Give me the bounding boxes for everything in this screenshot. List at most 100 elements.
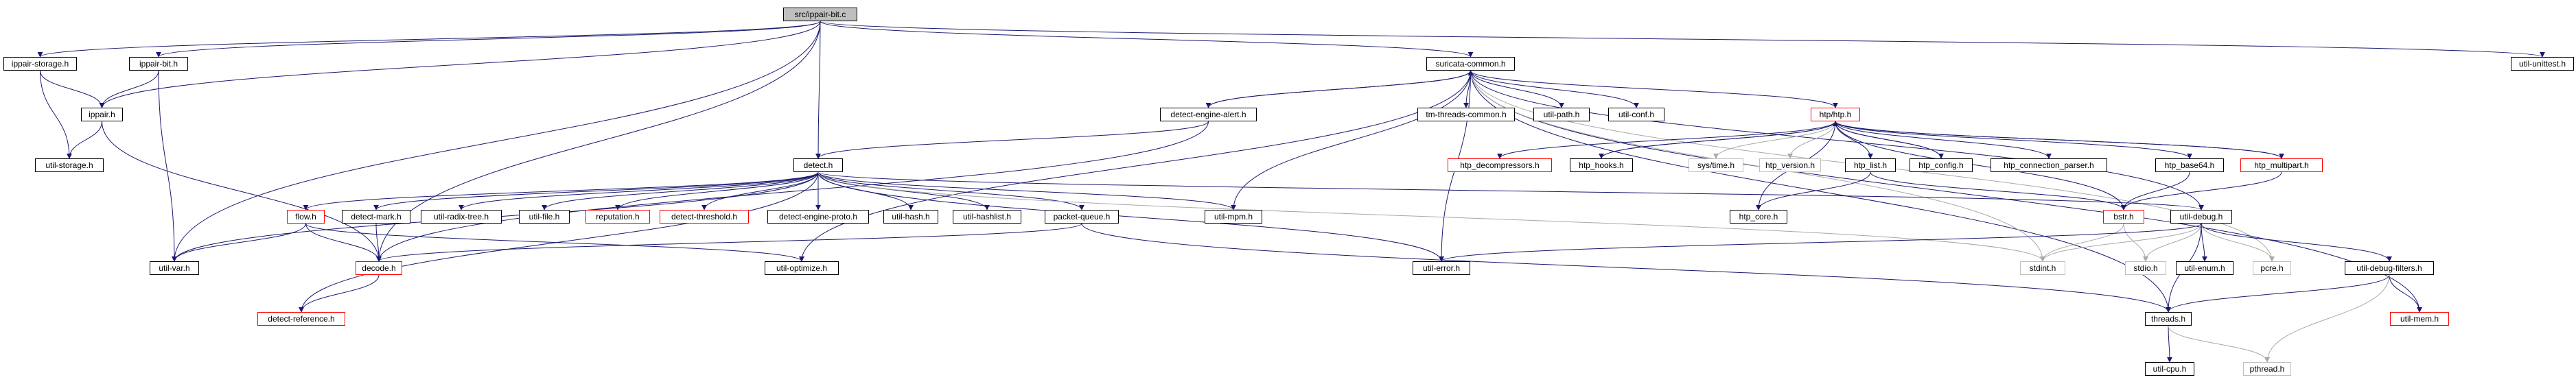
node-flow-h[interactable]: flow.h — [287, 210, 325, 224]
node-util-debug-filters-h[interactable]: util-debug-filters.h — [2345, 261, 2434, 275]
node-htp-decompressors-h[interactable]: htp_decompressors.h — [1448, 158, 1552, 172]
node-util-enum-h[interactable]: util-enum.h — [2176, 261, 2233, 275]
node-util-path-h[interactable]: util-path.h — [1533, 108, 1590, 121]
edge-detect_engine_alert-to-suricata_common — [1208, 70, 1474, 108]
node-decode-h[interactable]: decode.h — [356, 261, 402, 275]
node-util-file-h[interactable]: util-file.h — [519, 210, 570, 224]
edge-threads-to-pthread — [2168, 325, 2270, 363]
node-detect-reference-h[interactable]: detect-reference.h — [257, 312, 345, 326]
node-ippair-h[interactable]: ippair.h — [81, 108, 123, 121]
node-htp-config-h[interactable]: htp_config.h — [1910, 158, 1973, 172]
node-htp-list-h[interactable]: htp_list.h — [1845, 158, 1896, 172]
node-util-cpu-h[interactable]: util-cpu.h — [2145, 362, 2194, 376]
edge-util_debug-to-util_debug_filters — [2201, 223, 2392, 262]
edge-ippair_bit-to-ippair — [99, 70, 159, 108]
edge-util_debug-to-util_error — [1439, 223, 2202, 262]
edge-htp_multipart-to-htp — [1833, 121, 2282, 159]
dependency-edges — [37, 21, 2545, 363]
node-htp-htp-h[interactable]: htp/htp.h — [1811, 108, 1860, 121]
node-suricata-common-h[interactable]: suricata-common.h — [1426, 57, 1515, 71]
node-detect-engine-alert-h[interactable]: detect-engine-alert.h — [1160, 108, 1257, 121]
edge-detect-to-detect_reference — [299, 171, 819, 313]
edge-packet_queue-to-decode — [376, 223, 1082, 262]
edge-htp_hooks-to-htp — [1601, 121, 1838, 159]
edge-htp-to-bstr — [1835, 121, 2126, 211]
node-htp-hooks-h[interactable]: htp_hooks.h — [1570, 158, 1633, 172]
node-detect-mark-h[interactable]: detect-mark.h — [342, 210, 410, 224]
edge-util_debug-to-stdint — [2040, 223, 2202, 262]
edge-root-to-decode — [376, 21, 821, 262]
node-ippair-storage-h[interactable]: ippair-storage.h — [3, 57, 77, 71]
node-util-storage-h[interactable]: util-storage.h — [35, 158, 104, 172]
edge-ippair-to-util_storage — [67, 121, 102, 159]
node-reputation-h[interactable]: reputation.h — [585, 210, 650, 224]
edge-root-to-ippair_bit — [156, 21, 821, 58]
edge-detect_engine_alert-to-decode — [376, 121, 1209, 262]
edge-detect-to-util_debug — [817, 171, 2204, 211]
node-util-mpm-h[interactable]: util-mpm.h — [1205, 210, 1262, 224]
edge-decode-to-detect_reference — [299, 274, 380, 313]
edge-suricata_common-to-util_mem — [1470, 70, 2422, 313]
edge-flow-to-decode — [305, 223, 382, 262]
node-pthread-h: pthread.h — [2243, 362, 2291, 376]
node-util-optimize-h[interactable]: util-optimize.h — [765, 261, 839, 275]
node-ippair-bit-h[interactable]: ippair-bit.h — [129, 57, 188, 71]
node-htp-core-h[interactable]: htp_core.h — [1730, 210, 1787, 224]
edge-suricata_common-to-htp — [1470, 70, 1838, 108]
edge-detect-to-util_file — [542, 171, 819, 211]
edge-htp-to-htp_list — [1835, 121, 1873, 159]
node-util-debug-h[interactable]: util-debug.h — [2170, 210, 2232, 224]
edge-root-to-detect — [815, 21, 822, 159]
edge-ippair_storage-to-util_storage — [40, 70, 72, 159]
edge-htp-to-htp_version — [1787, 121, 1836, 159]
edge-detect-to-util_mpm — [817, 171, 1236, 211]
edge-util_debug_filters-to-util_mem — [2389, 274, 2422, 313]
edge-ippair-to-decode — [102, 121, 382, 262]
edge-root-to-util_var — [172, 21, 821, 262]
edge-flow-to-util_var — [172, 223, 306, 262]
node-threads-h[interactable]: threads.h — [2145, 312, 2192, 326]
node-util-conf-h[interactable]: util-conf.h — [1608, 108, 1664, 121]
node-tm-threads-common-h[interactable]: tm-threads-common.h — [1417, 108, 1515, 121]
node-util-mem-h[interactable]: util-mem.h — [2390, 312, 2449, 326]
node-util-radix-tree-h[interactable]: util-radix-tree.h — [421, 210, 502, 224]
node-packet-queue-h[interactable]: packet-queue.h — [1045, 210, 1119, 224]
node-src-ippair-bit-c: src/ippair-bit.c — [783, 8, 857, 21]
edge-detect-to-util_hashlist — [817, 171, 990, 211]
node-util-hashlist-h[interactable]: util-hashlist.h — [953, 210, 1021, 224]
edge-htp_list-to-htp_core — [1756, 171, 1871, 211]
edge-detect-to-reputation — [615, 171, 819, 211]
node-htp-connection-parser-h[interactable]: htp_connection_parser.h — [1991, 158, 2107, 172]
edge-util_mpm-to-suricata_common — [1233, 70, 1474, 211]
edge-suricata_common-to-stdint — [1470, 70, 2045, 262]
edge-detect-to-packet_queue — [817, 171, 1084, 211]
node-bstr-h[interactable]: bstr.h — [2103, 210, 2144, 224]
edge-detect-to-util_radix_tree — [459, 171, 819, 211]
node-htp-multipart-h[interactable]: htp_multipart.h — [2240, 158, 2323, 172]
node-detect-h[interactable]: detect.h — [793, 158, 843, 172]
edge-detect-to-stdint — [817, 171, 2045, 262]
edge-htp_list-to-bstr — [1870, 171, 2126, 211]
edge-suricata_common-to-util_path — [1470, 70, 1564, 108]
edge-htp-to-htp_decompressors — [1497, 121, 1836, 159]
edge-threads-to-util_cpu — [2166, 325, 2172, 363]
node-util-var-h[interactable]: util-var.h — [150, 261, 199, 275]
node-detect-engine-proto-h[interactable]: detect-engine-proto.h — [767, 210, 869, 224]
edge-suricata_common-to-util_optimize — [799, 70, 1471, 262]
edge-detect-to-detect_mark — [373, 171, 819, 211]
node-htp-version-h: htp_version.h — [1759, 158, 1821, 172]
edge-root-to-ippair_storage — [37, 21, 821, 58]
edge-packet_queue-to-threads — [1081, 223, 2171, 313]
edge-detect-to-util_error — [817, 171, 1444, 262]
edge-htp_multipart-to-bstr — [2121, 171, 2282, 211]
node-pcre-h: pcre.h — [2253, 261, 2291, 275]
edge-ippair_bit-to-util_var — [158, 70, 177, 262]
edge-bstr-to-stdint — [2040, 223, 2124, 262]
node-detect-threshold-h[interactable]: detect-threshold.h — [660, 210, 749, 224]
node-util-error-h[interactable]: util-error.h — [1413, 261, 1470, 275]
node-htp-base64-h[interactable]: htp_base64.h — [2155, 158, 2224, 172]
node-stdio-h: stdio.h — [2125, 261, 2166, 275]
node-util-unittest-h[interactable]: util-unittest.h — [2511, 57, 2574, 71]
edge-util_debug_filters-to-threads — [2166, 274, 2390, 313]
node-util-hash-h[interactable]: util-hash.h — [883, 210, 938, 224]
